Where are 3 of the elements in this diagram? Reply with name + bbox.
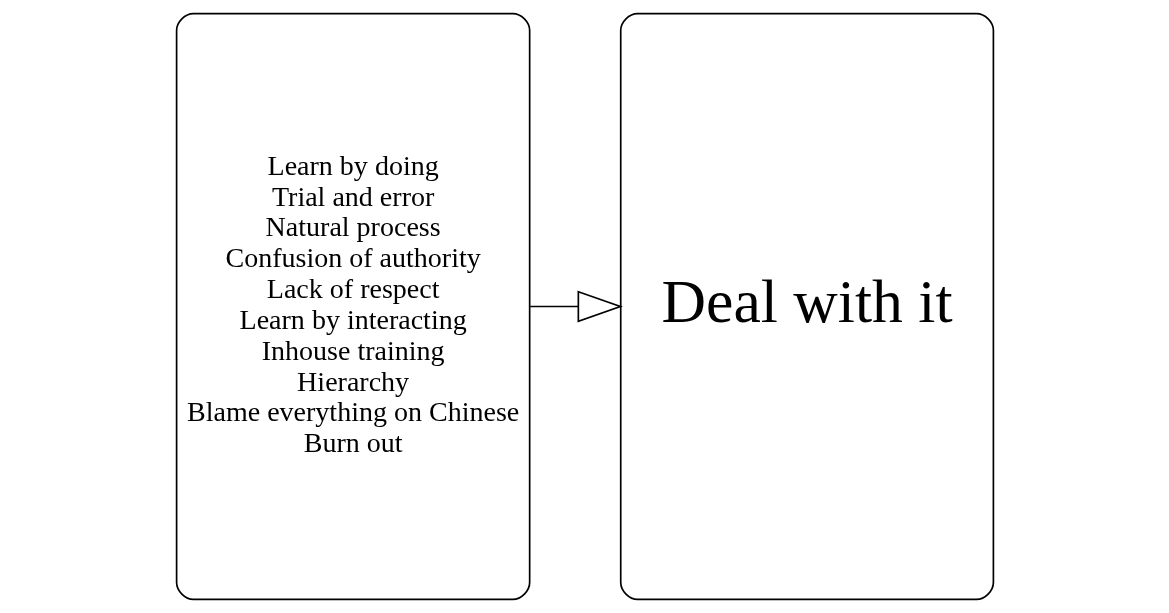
node-box: Learn by doing Trial and error Natural process Confusion of authority Lack of respect Learn by interacting Inhouse training Hierarchy Blame everything on Chinese Burn out — [175, 12, 530, 601]
arrow — [528, 290, 623, 323]
node-box: Deal with it — [619, 12, 994, 601]
